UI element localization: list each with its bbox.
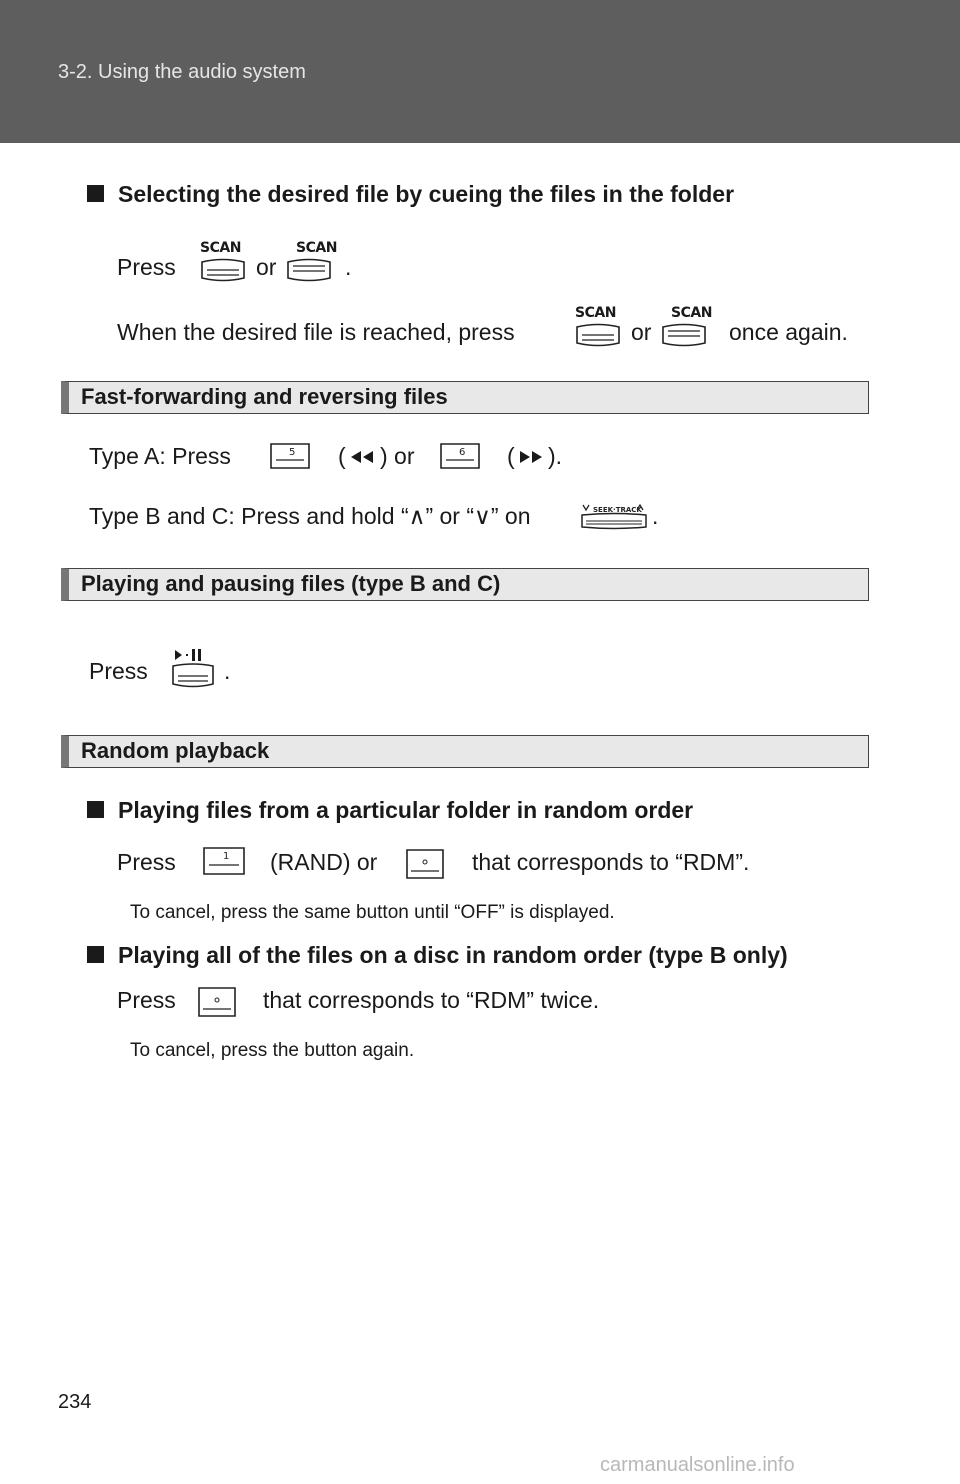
when-reached-text: When the desired file is reached, press — [117, 319, 515, 345]
once-again-text: once again. — [729, 319, 848, 345]
fast-forward-icon — [520, 451, 542, 463]
cancel-note: To cancel, press the button again. — [130, 1040, 415, 1061]
scan-up-button-icon — [662, 323, 706, 347]
cancel-note: To cancel, press the same button until “… — [130, 902, 615, 923]
preset-1-label: 1 — [223, 851, 229, 862]
scan-down-button-icon — [576, 323, 620, 347]
type-bc-part: Type B and C: Press and hold “ — [89, 503, 409, 529]
subsection-heading-cueing: Selecting the desired file by cueing the… — [87, 181, 734, 208]
period-text: . — [224, 658, 231, 684]
page-header: 3-2. Using the audio system — [0, 0, 960, 143]
press-text: Press — [117, 849, 176, 875]
scan-up-button-icon — [287, 258, 331, 282]
scan-label: SCAN — [200, 240, 241, 256]
press-text: Press — [89, 658, 148, 684]
preset-5-button-icon: 5 — [270, 443, 310, 469]
section-bar-title: Fast-forwarding and reversing files — [81, 384, 448, 409]
heading-text: Selecting the desired file by cueing the… — [118, 181, 735, 207]
up-symbol: ∧ — [408, 503, 426, 529]
scan-label: SCAN — [671, 305, 712, 321]
press-text: Press — [117, 987, 176, 1013]
preset-5-label: 5 — [289, 447, 295, 458]
or-text: or — [256, 254, 277, 280]
down-symbol: ∨ — [474, 503, 491, 529]
period-text: . — [345, 254, 352, 280]
preset-1-button-icon: 1 — [203, 847, 245, 875]
watermark: carmanualsonline.info — [600, 1454, 795, 1476]
square-bullet-icon — [87, 185, 104, 202]
square-bullet-icon — [87, 801, 104, 818]
section-bar-fast-forward: Fast-forwarding and reversing files — [61, 381, 869, 414]
scan-label: SCAN — [575, 305, 616, 321]
play-pause-button-icon — [172, 649, 214, 688]
seek-track-label: SEEK·TRACK — [593, 506, 642, 514]
subsection-heading-random-folder: Playing files from a particular folder i… — [87, 797, 693, 824]
seek-track-button-icon: SEEK·TRACK — [581, 503, 647, 530]
rdm-button-icon — [406, 849, 444, 879]
or-text: ) or — [380, 443, 415, 469]
corresponds-text: that corresponds to “RDM” twice. — [263, 987, 600, 1013]
scan-label: SCAN — [296, 240, 337, 256]
type-bc-part: ” on — [490, 503, 531, 529]
rdm-button-icon — [198, 987, 236, 1017]
press-text: Press — [117, 254, 176, 280]
section-bar-random: Random playback — [61, 735, 869, 768]
subsection-heading-random-disc: Playing all of the files on a disc in ra… — [87, 942, 788, 969]
or-text: or — [631, 319, 652, 345]
section-bar-play-pause: Playing and pausing files (type B and C) — [61, 568, 869, 601]
type-bc-part: ” or “ — [425, 503, 475, 529]
section-title: 3-2. Using the audio system — [58, 61, 306, 83]
rewind-icon — [351, 451, 373, 463]
heading-text: Playing all of the files on a disc in ra… — [118, 942, 788, 968]
section-bar-title: Playing and pausing files (type B and C) — [81, 571, 501, 596]
corresponds-text: that corresponds to “RDM”. — [472, 849, 750, 875]
preset-6-button-icon: 6 — [440, 443, 480, 469]
type-a-text: Type A: Press — [89, 443, 231, 469]
type-bc-text: Type B and C: Press and hold “∧” or “∨” … — [89, 503, 531, 530]
rand-or-text: (RAND) or — [270, 849, 378, 875]
paren-open: ( — [338, 443, 346, 469]
square-bullet-icon — [87, 946, 104, 963]
heading-text: Playing files from a particular folder i… — [118, 797, 694, 823]
page-number: 234 — [58, 1391, 92, 1413]
scan-down-button-icon — [201, 258, 245, 282]
period-text: . — [652, 503, 659, 529]
section-bar-title: Random playback — [81, 738, 270, 763]
preset-6-label: 6 — [459, 447, 465, 458]
paren-close: ). — [548, 443, 563, 469]
paren-open: ( — [507, 443, 515, 469]
